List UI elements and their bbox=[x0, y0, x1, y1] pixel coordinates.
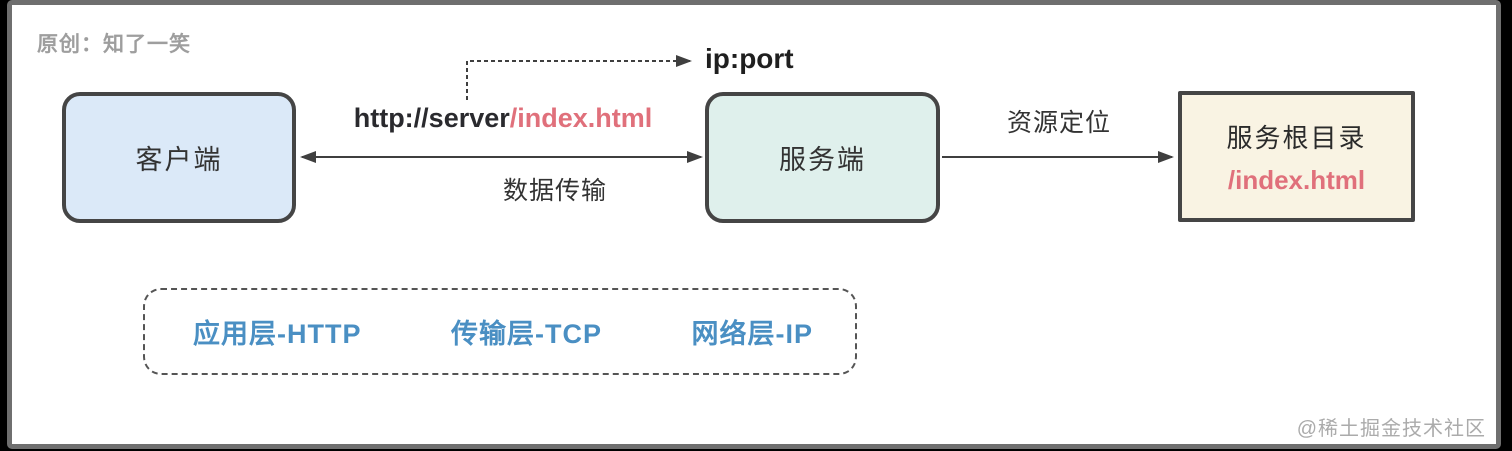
request-url-path: /index.html bbox=[509, 103, 653, 133]
site-watermark: @稀土掘金技术社区 bbox=[1296, 418, 1486, 440]
server-node-label: 服务端 bbox=[779, 145, 866, 175]
request-url-host: http://server bbox=[353, 103, 510, 133]
client-node-label: 客户端 bbox=[135, 145, 223, 175]
server-node: 服务端 bbox=[705, 92, 940, 223]
layer-transport-tcp: 传输层-TCP bbox=[450, 319, 602, 349]
protocol-layers-box: 应用层-HTTP 传输层-TCP 网络层-IP bbox=[143, 288, 857, 375]
layer-application-http: 应用层-HTTP bbox=[193, 319, 362, 349]
client-node: 客户端 bbox=[62, 92, 296, 223]
request-url-label: http://server/index.html bbox=[338, 103, 668, 134]
author-attribution: 原创：知了一笑 bbox=[37, 33, 191, 56]
ip-port-label: ip:port bbox=[705, 43, 794, 74]
resource-locate-label: 资源定位 bbox=[1006, 109, 1111, 137]
url-to-ipport-dashed-arrow bbox=[466, 55, 692, 100]
root-node-title: 服务根目录 bbox=[1226, 122, 1367, 153]
data-transfer-label: 数据传输 bbox=[502, 177, 607, 205]
server-root-directory-node: 服务根目录 /index.html bbox=[1178, 91, 1415, 222]
layer-network-ip: 网络层-IP bbox=[691, 319, 813, 349]
root-node-path: /index.html bbox=[1227, 164, 1366, 195]
